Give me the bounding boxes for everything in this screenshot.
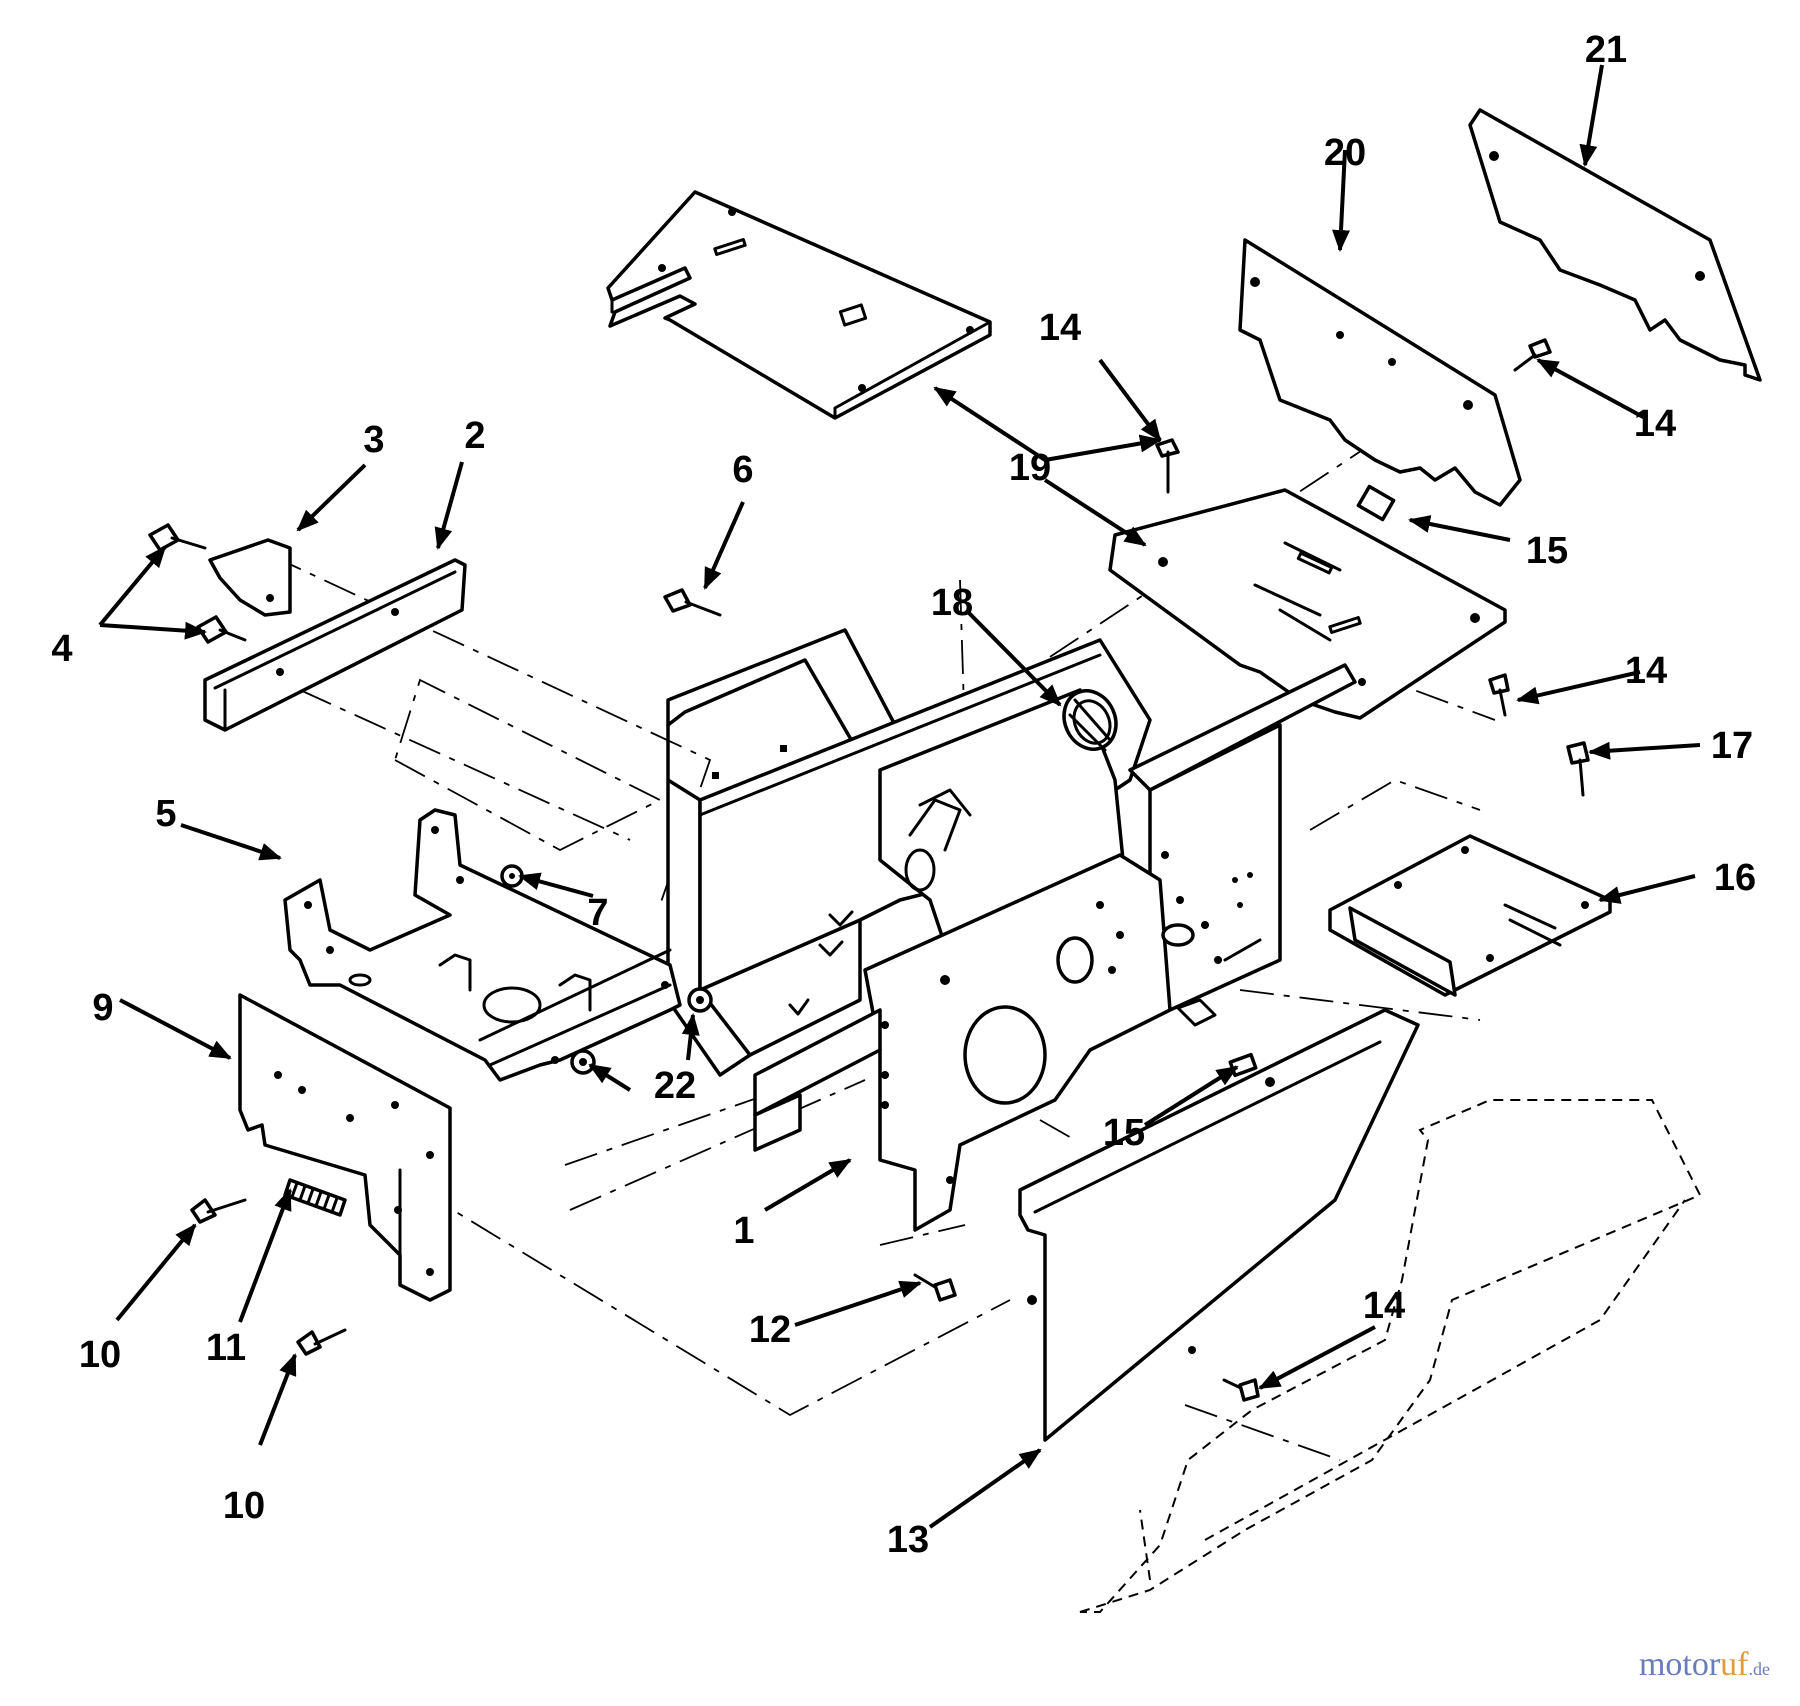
label-14c: 14 (1625, 650, 1667, 692)
floor-pan-outline (1079, 1099, 1702, 1613)
label-14d: 14 (1363, 1285, 1405, 1327)
part-11-spring (283, 1178, 347, 1217)
part-12-bolt (913, 1273, 957, 1302)
part-1-frame (666, 628, 1357, 1232)
part-17-bolt (1566, 741, 1590, 797)
label-20: 20 (1324, 132, 1366, 174)
part-6-bolt (663, 588, 722, 617)
label-14a: 14 (1039, 307, 1081, 349)
part-3-clip (208, 538, 292, 617)
callout-labels: 1 2 3 4 5 6 7 9 10 10 11 12 13 14 14 14 … (51, 29, 1756, 1561)
label-3: 3 (363, 419, 384, 461)
part-10-screws (190, 1198, 347, 1356)
part-7-nut (500, 864, 524, 888)
part-9-plate (238, 993, 452, 1302)
part-5-bracket (283, 808, 682, 1082)
label-10a: 10 (79, 1334, 121, 1376)
label-17: 17 (1711, 725, 1753, 767)
label-10b: 10 (223, 1485, 265, 1527)
part-15-grommet-upper (1356, 484, 1396, 522)
part-15-grommet-lower (1228, 1052, 1258, 1078)
label-11: 11 (206, 1327, 246, 1369)
label-2: 2 (464, 415, 485, 457)
label-15a: 15 (1526, 530, 1568, 572)
part-21-plate (1468, 108, 1762, 382)
label-4: 4 (51, 628, 72, 670)
part-14-screws (1155, 338, 1552, 1402)
leader-arrows (98, 64, 1701, 1529)
label-9: 9 (92, 987, 113, 1029)
label-6: 6 (732, 449, 753, 491)
part-18-knob (1062, 689, 1118, 752)
part-19-upper-plate (606, 190, 992, 420)
label-13: 13 (887, 1519, 929, 1561)
watermark-logo: motoruf.de (1638, 1646, 1770, 1683)
label-14b: 14 (1634, 403, 1676, 445)
part-2-bracket (203, 558, 467, 732)
label-1: 1 (733, 1210, 754, 1252)
part-13-side-panel (1018, 1008, 1420, 1442)
part-16-plate (1328, 834, 1612, 997)
label-21: 21 (1585, 29, 1627, 71)
label-15b: 15 (1103, 1112, 1145, 1154)
label-16: 16 (1714, 857, 1756, 899)
label-7: 7 (587, 892, 608, 934)
label-5: 5 (155, 793, 176, 835)
label-22: 22 (654, 1065, 696, 1107)
part-20-plate (1238, 238, 1522, 507)
label-19: 19 (1009, 447, 1051, 489)
label-18: 18 (931, 582, 973, 624)
label-12: 12 (749, 1309, 791, 1351)
part-19-lower-plate (1108, 488, 1507, 720)
